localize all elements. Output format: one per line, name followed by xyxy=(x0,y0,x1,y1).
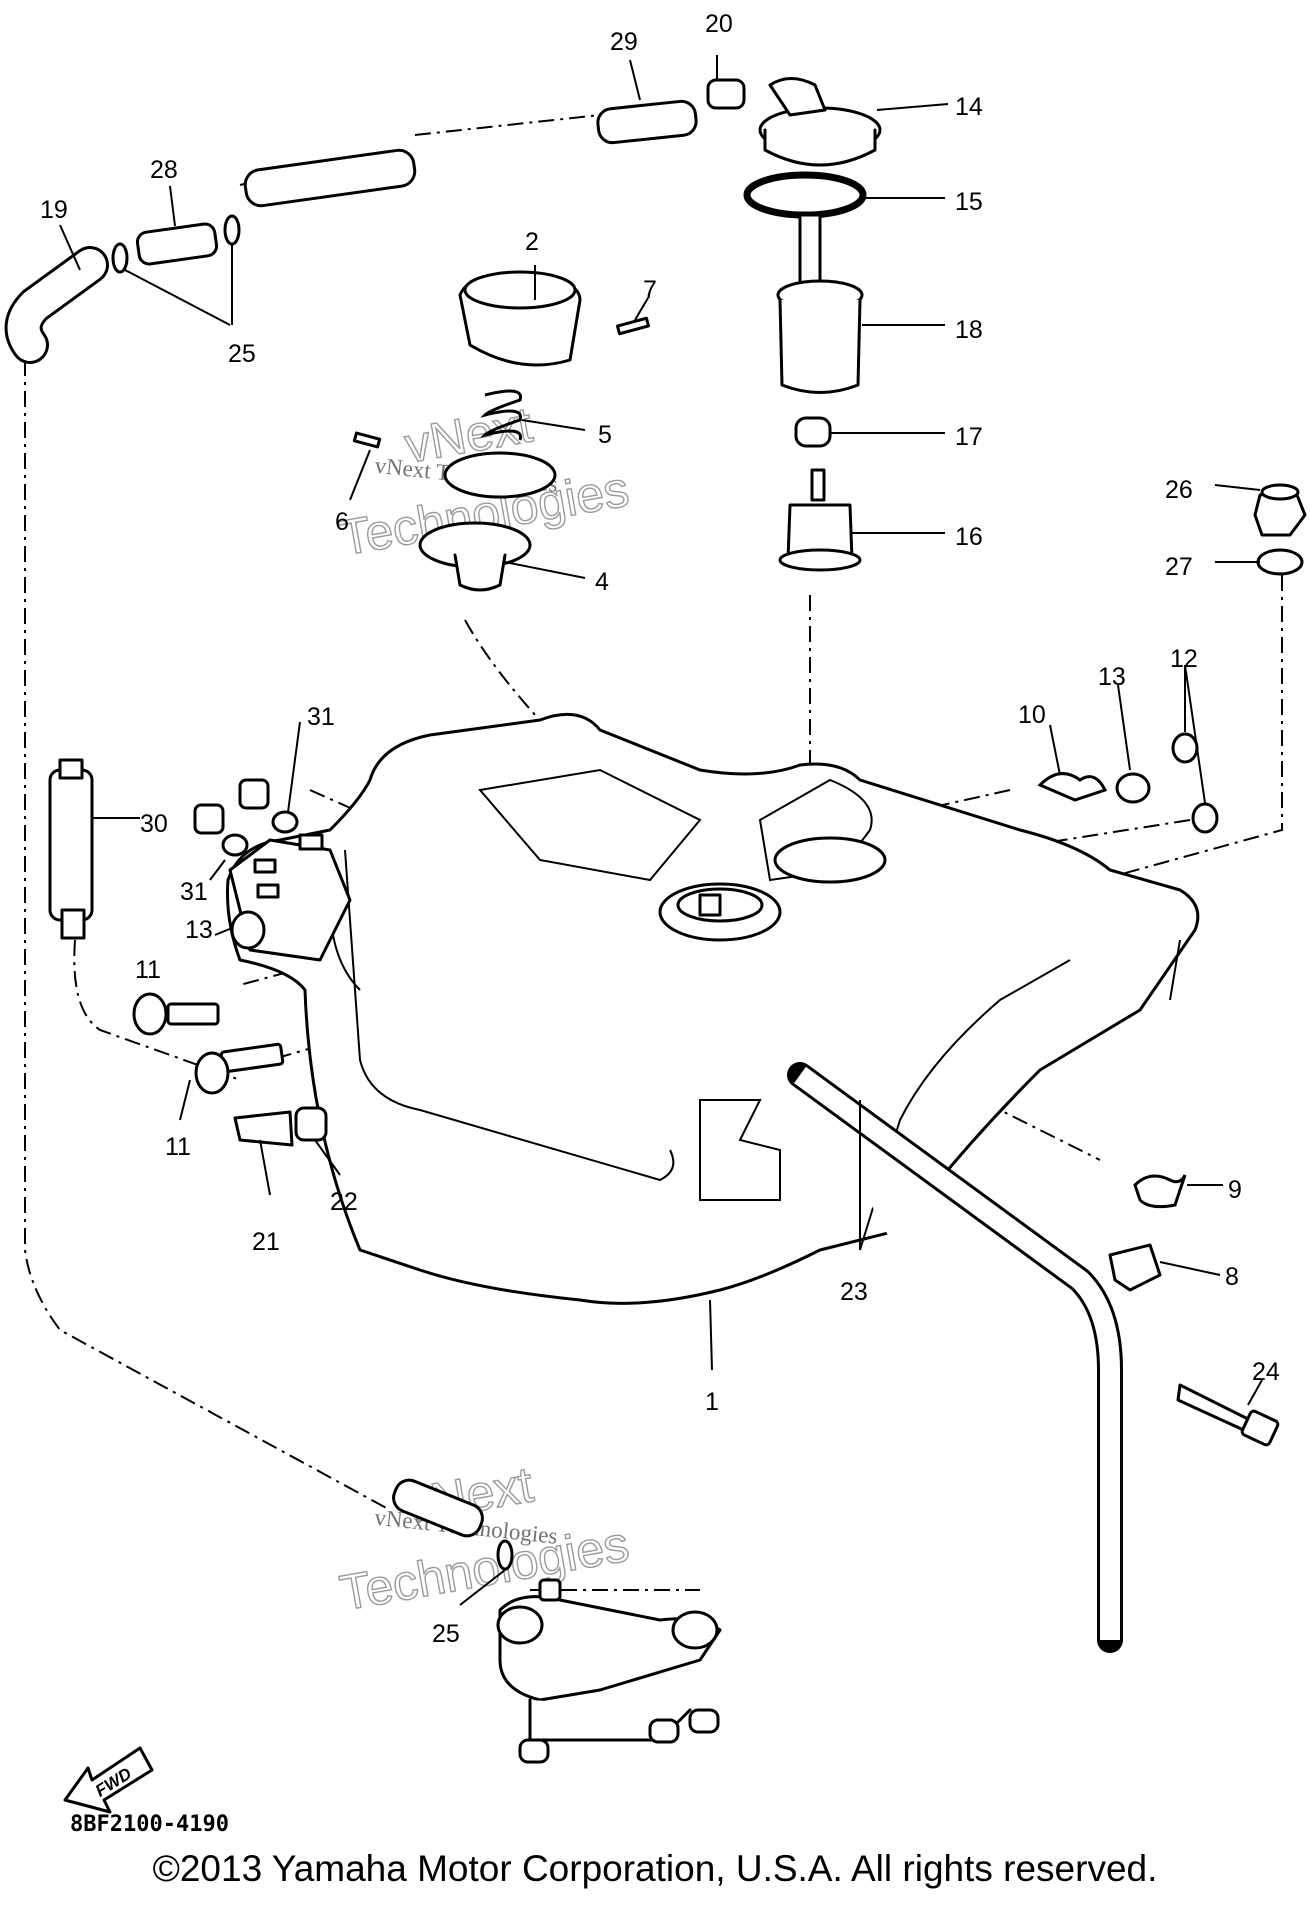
callout-26: 26 xyxy=(1165,476,1193,504)
callout-19: 19 xyxy=(40,196,68,224)
clip-31-body-b xyxy=(193,803,225,835)
callout-20: 20 xyxy=(705,10,733,38)
callout-7: 7 xyxy=(643,276,657,304)
clip-9 xyxy=(1133,1174,1187,1209)
clip-31b xyxy=(221,833,249,857)
clip-31-body-a xyxy=(238,778,270,810)
clip-31a xyxy=(271,810,299,834)
hose-30 xyxy=(48,768,94,922)
clip-20 xyxy=(706,78,746,110)
washer-12b xyxy=(1191,802,1219,834)
callout-6: 6 xyxy=(335,508,349,536)
cap-gasket xyxy=(443,451,557,499)
filler-neck xyxy=(418,521,532,592)
callout-29: 29 xyxy=(610,28,638,56)
callout-31-top: 31 xyxy=(307,703,335,731)
callout-27: 27 xyxy=(1165,553,1193,581)
callout-25-bottom: 25 xyxy=(432,1620,460,1648)
gauge-cap xyxy=(758,77,882,167)
callout-13-left: 13 xyxy=(185,916,213,944)
callout-11-lower: 11 xyxy=(165,1133,191,1161)
clip-25b xyxy=(223,214,241,246)
clamp-8 xyxy=(1108,1243,1162,1292)
callout-2: 2 xyxy=(525,228,539,256)
callout-16: 16 xyxy=(955,523,983,551)
callout-5: 5 xyxy=(598,421,612,449)
vent-hose xyxy=(787,1062,1123,1653)
pin-7 xyxy=(615,316,651,336)
hose-29 xyxy=(596,99,698,145)
copyright-notice: ©2013 Yamaha Motor Corporation, U.S.A. A… xyxy=(152,1848,1158,1889)
o-ring xyxy=(743,171,867,219)
hose-21 xyxy=(233,1110,294,1147)
sender-opening xyxy=(773,836,887,884)
clamp-17 xyxy=(794,416,832,448)
cap-spring xyxy=(480,389,523,441)
callout-17: 17 xyxy=(955,423,983,451)
watermark-lower: vNext Technologies vNext Technologies xyxy=(335,1456,634,1623)
washer-27 xyxy=(1256,548,1304,576)
hose-upper xyxy=(243,148,417,208)
fuel-pump xyxy=(496,1578,722,1764)
clip-25-lower xyxy=(496,1539,514,1571)
bolt-11-lower xyxy=(194,1042,285,1095)
callout-12: 12 xyxy=(1170,645,1198,673)
cable-tie-24 xyxy=(1176,1383,1280,1447)
callout-4: 4 xyxy=(595,568,609,596)
callout-11-upper: 11 xyxy=(135,956,161,984)
callout-22: 22 xyxy=(330,1188,358,1216)
callout-25-top: 25 xyxy=(228,340,256,368)
clip-25a xyxy=(111,242,129,274)
callout-18: 18 xyxy=(955,316,983,344)
callout-31-lower: 31 xyxy=(180,878,208,906)
callout-10: 10 xyxy=(1018,701,1046,729)
fitting-28 xyxy=(135,222,219,266)
callout-13-right: 13 xyxy=(1098,663,1126,691)
callout-8: 8 xyxy=(1225,1263,1239,1291)
callout-28: 28 xyxy=(150,156,178,184)
leader-lines xyxy=(59,55,1263,1606)
fuel-cap xyxy=(458,270,582,367)
clip-22 xyxy=(294,1106,328,1142)
callout-14: 14 xyxy=(955,93,983,121)
fuel-tank xyxy=(226,712,1200,1305)
callout-23: 23 xyxy=(840,1278,868,1306)
clip-10 xyxy=(1037,772,1108,802)
grommet-13-right xyxy=(1115,772,1151,804)
nut-26 xyxy=(1253,483,1307,537)
fwd-arrow-icon: FWD xyxy=(63,1746,154,1814)
callout-1: 1 xyxy=(705,1388,719,1416)
sender-housing xyxy=(776,279,864,394)
pin-6 xyxy=(352,431,382,449)
bolt-11-upper xyxy=(132,992,220,1036)
callout-21: 21 xyxy=(252,1228,280,1256)
fuel-filter xyxy=(778,468,862,572)
drawing-code: 8BF2100-4190 xyxy=(70,1812,229,1837)
grommet-13-left xyxy=(230,910,266,950)
washer-12a xyxy=(1171,732,1199,764)
callout-24: 24 xyxy=(1252,1358,1280,1386)
callout-30: 30 xyxy=(140,810,168,838)
hose-lower xyxy=(392,1478,484,1538)
callout-15: 15 xyxy=(955,188,983,216)
callout-9: 9 xyxy=(1228,1176,1242,1204)
callout-numbers: 20 29 14 28 19 15 2 7 25 18 5 17 26 6 16… xyxy=(40,10,1280,1648)
